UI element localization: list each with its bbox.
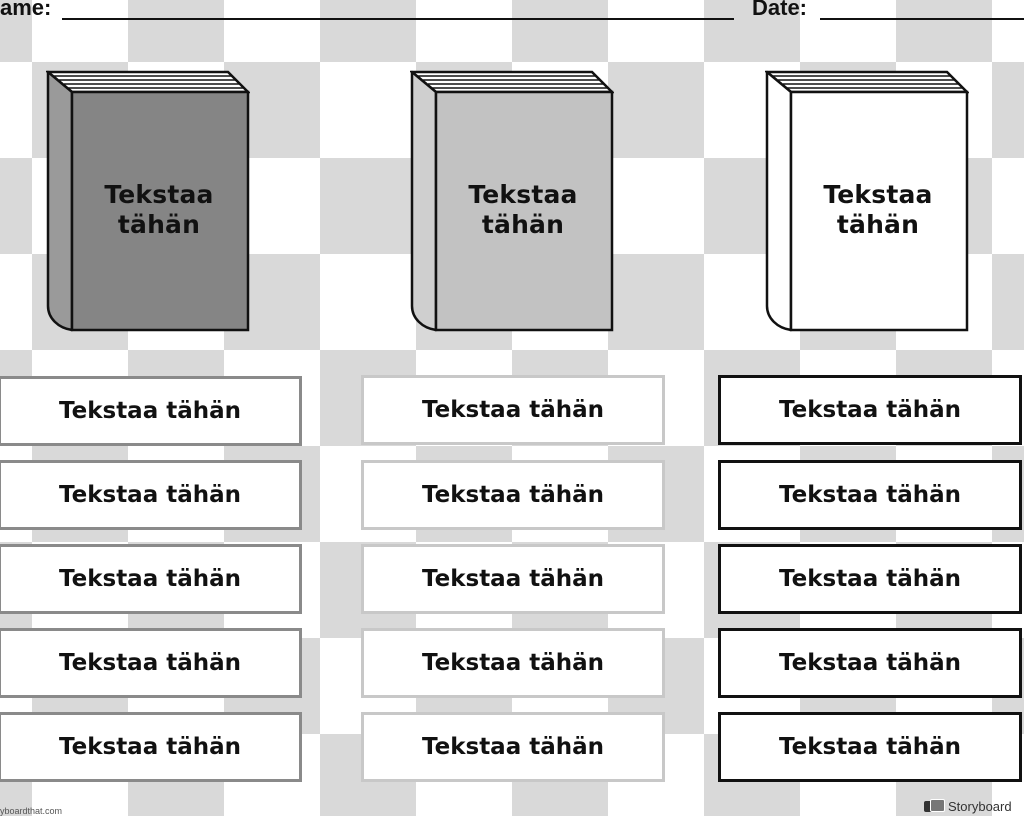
text-box[interactable]: Tekstaa tähän bbox=[361, 712, 665, 782]
text-box[interactable]: Tekstaa tähän bbox=[718, 628, 1022, 698]
date-label: Date: bbox=[752, 0, 808, 20]
text-box[interactable]: Tekstaa tähän bbox=[0, 544, 302, 614]
text-box[interactable]: Tekstaa tähän bbox=[0, 376, 302, 446]
text-box[interactable]: Tekstaa tähän bbox=[361, 460, 665, 530]
text-box[interactable]: Tekstaa tähän bbox=[718, 375, 1022, 445]
book-icon bbox=[410, 70, 614, 332]
text-box[interactable]: Tekstaa tähän bbox=[0, 628, 302, 698]
text-box[interactable]: Tekstaa tähän bbox=[361, 628, 665, 698]
worksheet-header: ame: Date: bbox=[0, 0, 1024, 26]
footer-url: yboardthat.com bbox=[0, 806, 63, 816]
text-box[interactable]: Tekstaa tähän bbox=[718, 712, 1022, 782]
text-box[interactable]: Tekstaa tähän bbox=[361, 544, 665, 614]
book-icon bbox=[46, 70, 250, 332]
text-box[interactable]: Tekstaa tähän bbox=[361, 375, 665, 445]
text-box[interactable]: Tekstaa tähän bbox=[718, 544, 1022, 614]
storyboard-logo-icon bbox=[924, 799, 945, 813]
text-box[interactable]: Tekstaa tähän bbox=[718, 460, 1022, 530]
brand-name: Storyboard bbox=[948, 798, 1012, 814]
footer-brand: Storyboard bbox=[924, 798, 1012, 814]
name-label: ame: bbox=[0, 0, 52, 20]
date-line[interactable] bbox=[820, 18, 1024, 20]
text-box[interactable]: Tekstaa tähän bbox=[0, 712, 302, 782]
name-line[interactable] bbox=[62, 18, 734, 20]
text-box[interactable]: Tekstaa tähän bbox=[0, 460, 302, 530]
book-icon bbox=[765, 70, 969, 332]
